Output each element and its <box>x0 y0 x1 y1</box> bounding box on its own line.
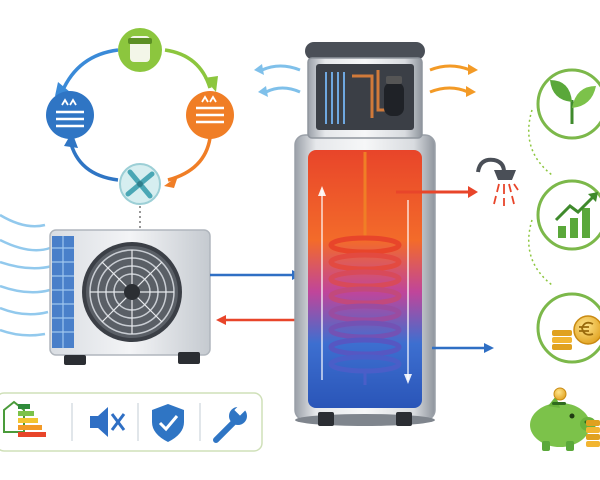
benefits-column <box>528 68 600 451</box>
cycle-arrowhead <box>164 176 178 188</box>
cycle-arrowhead <box>64 132 78 148</box>
energy-rating-icon <box>3 400 46 437</box>
evaporator-heat-exchanger-icon <box>46 91 94 139</box>
compressor-icon <box>118 28 162 72</box>
cycle-arrowhead <box>204 76 218 92</box>
refrigerant-cycle <box>46 28 234 228</box>
heating-coil-icon <box>328 152 402 385</box>
muted-speaker-icon <box>90 407 126 437</box>
refrigerant-pipes <box>210 270 302 325</box>
piggy-bank-icon <box>530 387 600 451</box>
condenser-heat-exchanger-icon <box>186 91 234 139</box>
shield-check-icon <box>152 404 184 442</box>
cycle-arrow <box>60 48 119 93</box>
wrench-icon <box>213 404 247 443</box>
cycle-arrow <box>167 137 212 182</box>
feature-panel <box>0 392 263 452</box>
cold-water-inlet <box>432 343 494 353</box>
outdoor-unit-fan-icon <box>49 229 211 365</box>
expansion-fan-icon <box>119 163 161 205</box>
leaf-eco-icon <box>536 68 600 140</box>
top-airflow-arrows <box>254 64 478 97</box>
heat-pump-top-unit-icon <box>305 42 425 139</box>
cycle-arrow <box>164 48 212 89</box>
shower-head-icon <box>476 157 519 206</box>
growth-chart-icon <box>536 179 600 251</box>
airflow-lines <box>0 213 53 337</box>
hot-water-outlet <box>396 186 478 198</box>
coin-savings-icon <box>536 292 600 364</box>
